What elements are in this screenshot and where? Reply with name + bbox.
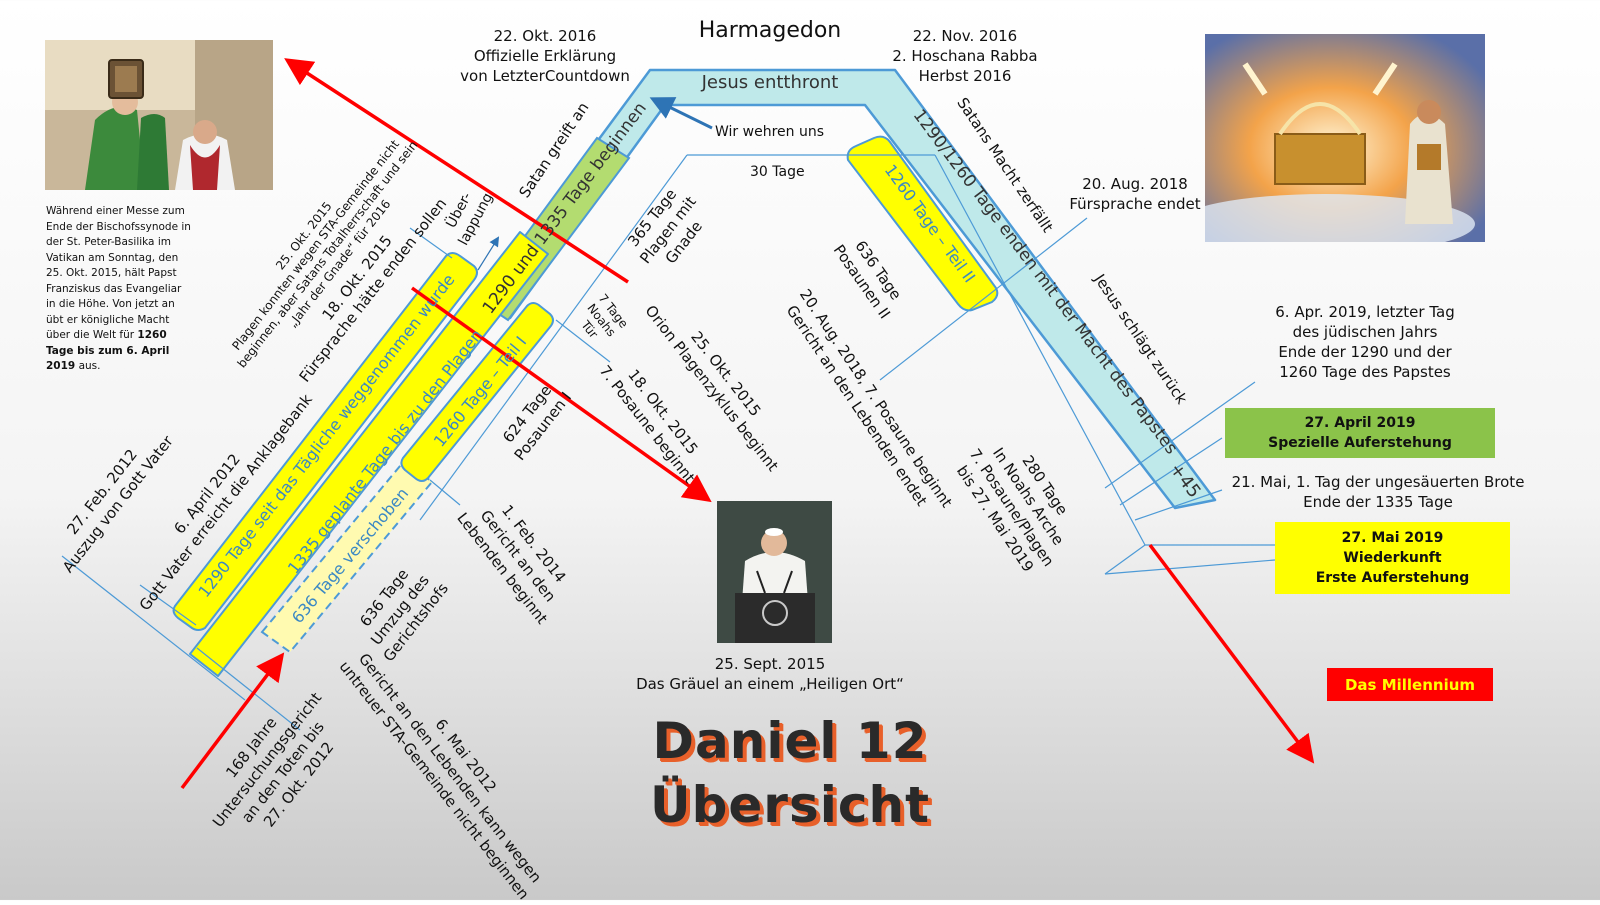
bar-1335 xyxy=(189,231,549,677)
ueberlappung-arrow xyxy=(477,236,500,271)
label-apr-2019: 6. Apr. 2019, letzter Tag des jüdischen … xyxy=(1275,303,1455,381)
bar-1260-teil2 xyxy=(846,135,999,312)
pope-gospel-photo xyxy=(45,40,273,190)
bar-1290 xyxy=(172,252,478,631)
box-27-mai-2019: 27. Mai 2019 Wiederkunft Erste Aufersteh… xyxy=(1275,522,1510,594)
band-text-jesus-entthront: Jesus entthront xyxy=(701,72,839,93)
harmagedon-label: Harmagedon xyxy=(698,18,842,43)
connector-lines xyxy=(61,154,1276,731)
caption-tail: aus. xyxy=(75,360,101,372)
label-okt-2016: 22. Okt. 2016 Offizielle Erklärung von L… xyxy=(460,27,630,85)
label-aug-2018: 20. Aug. 2018 Fürsprache endet xyxy=(1069,175,1201,213)
bar-1260-teil1 xyxy=(400,302,554,482)
box-27-april-2019: 27. April 2019 Spezielle Auferstehung xyxy=(1225,408,1495,458)
label-wir-wehren: Wir wehren uns xyxy=(715,124,824,140)
caption-text: Während einer Messe zum Ende der Bischof… xyxy=(46,205,191,341)
caption-bold: 1260 Tage bis zum 6. April 2019 xyxy=(46,329,170,372)
label-nov-2016: 22. Nov. 2016 2. Hoschana Rabba Herbst 2… xyxy=(892,27,1038,85)
box-millennium: Das Millennium xyxy=(1327,668,1493,701)
photo-caption: Während einer Messe zum Ende der Bischof… xyxy=(46,204,194,375)
title-line-1: Daniel 12 xyxy=(652,712,928,770)
red-arrows xyxy=(180,58,1315,790)
label-sept-2015: 25. Sept. 2015 Das Gräuel an einem „Heil… xyxy=(636,655,904,693)
bar-636 xyxy=(260,458,434,654)
jesus-sanctuary-photo xyxy=(1205,34,1485,242)
title-line-2: Übersicht xyxy=(650,776,930,834)
wir-wehren-arrow xyxy=(649,97,713,130)
label-mai-21: 21. Mai, 1. Tag der ungesäuerten Brote E… xyxy=(1231,473,1525,511)
pope-un-photo xyxy=(717,501,832,643)
label-30-tage: 30 Tage xyxy=(750,164,805,180)
